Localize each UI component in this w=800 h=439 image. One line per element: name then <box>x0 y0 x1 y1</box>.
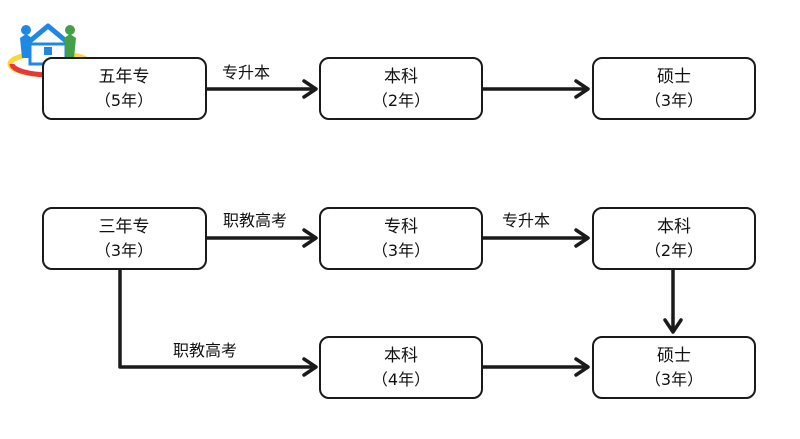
edge-label-zhijiaogaokao-1: 职教高考 <box>223 211 287 230</box>
svg-text:（3年）: （3年） <box>95 241 153 260</box>
edge-bachelor-to-master-top <box>482 79 590 99</box>
svg-text:硕士: 硕士 <box>657 346 691 366</box>
edge-label-zhuanshengben-1: 专升本 <box>222 63 270 82</box>
svg-text:硕士: 硕士 <box>657 67 691 87</box>
svg-text:（3年）: （3年） <box>645 370 703 389</box>
svg-text:本科: 本科 <box>657 217 691 237</box>
node-master-top: 硕士 （3年） <box>592 57 756 120</box>
edge-junior-college-to-bachelor: 专升本 <box>482 211 590 248</box>
node-five-year-college: 五年专 （5年） <box>42 57 207 120</box>
svg-text:（2年）: （2年） <box>372 91 430 110</box>
svg-text:（5年）: （5年） <box>95 91 153 110</box>
svg-text:三年专: 三年专 <box>99 217 150 237</box>
svg-text:（3年）: （3年） <box>645 91 703 110</box>
svg-text:（2年）: （2年） <box>645 241 703 260</box>
svg-text:专科: 专科 <box>384 217 418 237</box>
svg-text:（3年）: （3年） <box>372 241 430 260</box>
edge-label-zhuanshengben-2: 专升本 <box>502 211 550 230</box>
node-master-bottom: 硕士 （3年） <box>592 336 756 399</box>
edge-bachelor-4-to-master <box>482 357 590 377</box>
house-family-logo-icon <box>7 23 93 78</box>
node-bachelor-four-year: 本科 （4年） <box>319 336 483 399</box>
edge-bachelor-to-master-down <box>663 270 683 334</box>
svg-text:（4年）: （4年） <box>372 370 430 389</box>
node-bachelor-top: 本科 （2年） <box>319 57 483 120</box>
svg-text:本科: 本科 <box>384 67 418 87</box>
edge-three-year-to-bachelor-4: 职教高考 <box>118 270 318 377</box>
svg-text:本科: 本科 <box>384 346 418 366</box>
edge-five-year-to-bachelor: 专升本 <box>206 63 318 99</box>
node-junior-college: 专科 （3年） <box>319 207 483 270</box>
svg-text:五年专: 五年专 <box>99 67 150 87</box>
edge-label-zhijiaogaokao-2: 职教高考 <box>173 341 237 360</box>
edge-three-year-to-junior-college: 职教高考 <box>206 211 318 248</box>
node-three-year-college: 三年专 （3年） <box>42 207 207 270</box>
node-bachelor-middle: 本科 （2年） <box>592 207 756 270</box>
